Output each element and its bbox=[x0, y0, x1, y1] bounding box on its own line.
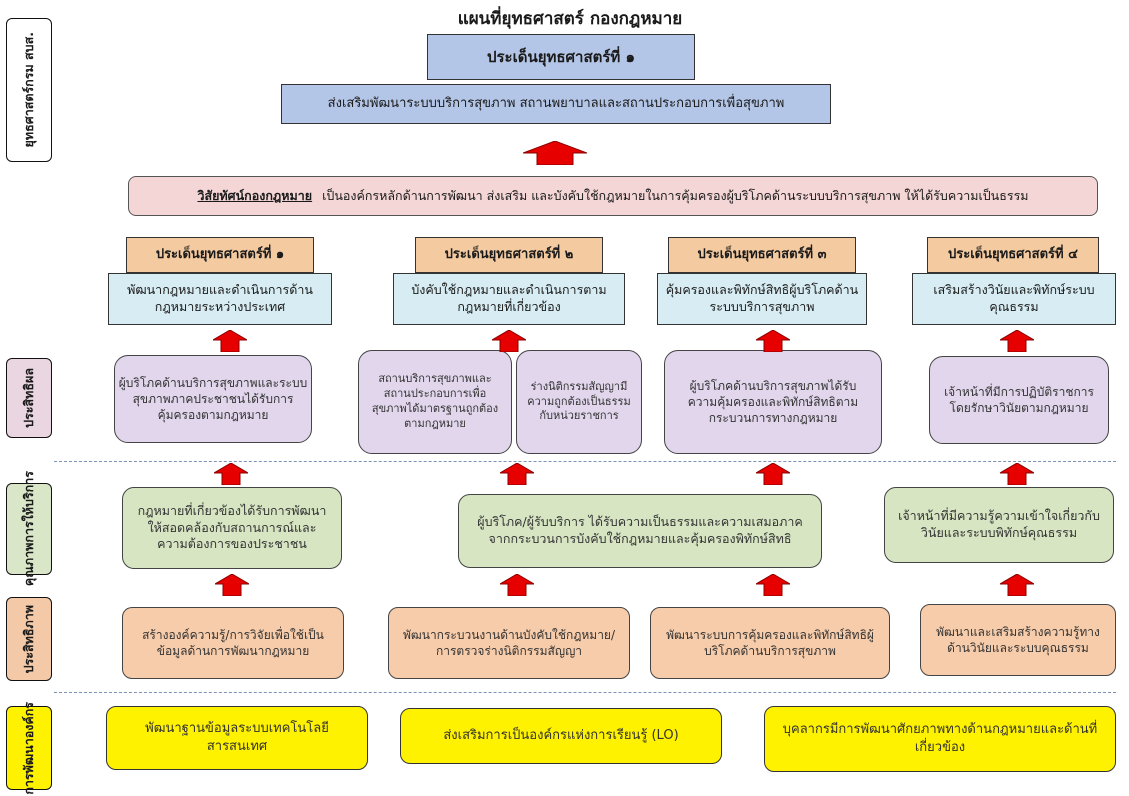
issue-3-label: ประเด็นยุทธศาสตร์ที่ ๓ bbox=[668, 237, 856, 273]
vision-box: วิสัยทัศน์กองกฎหมาย เป็นองค์กรหลักด้านกา… bbox=[128, 176, 1098, 216]
side-label-org-development-text: การพัฒนาองค์กร bbox=[20, 701, 36, 795]
service-quality-item-1: กฎหมายที่เกี่ยวข้องได้รับการพัฒนาให้สอดค… bbox=[122, 487, 342, 569]
side-label-effectiveness: ประสิทธิผล bbox=[6, 358, 52, 438]
up-arrow-icon bbox=[1000, 463, 1034, 485]
department-issue-text: ส่งเสริมพัฒนาระบบบริการสุขภาพ สถานพยาบาล… bbox=[281, 84, 831, 124]
up-arrow-icon bbox=[756, 330, 790, 352]
side-label-strategy-text: ยุทธศาสตร์กรม สบส. bbox=[20, 32, 36, 148]
up-arrow-icon bbox=[1000, 330, 1034, 352]
up-arrow-icon bbox=[500, 574, 534, 596]
vision-text: เป็นองค์กรหลักด้านการพัฒนา ส่งเสริม และบ… bbox=[322, 187, 1029, 203]
effectiveness-item-1: ผู้บริโภคด้านบริการสุขภาพและระบบสุขภาพภา… bbox=[114, 355, 312, 443]
issue-2-label: ประเด็นยุทธศาสตร์ที่ ๒ bbox=[415, 237, 603, 273]
org-development-item-2: ส่งเสริมการเป็นองค์กรแห่งการเรียนรู้ (LO… bbox=[400, 708, 722, 764]
side-label-effectiveness-text: ประสิทธิผล bbox=[20, 368, 36, 428]
issue-4-text: เสริมสร้างวินัยและพิทักษ์ระบบคุณธรรม bbox=[912, 273, 1116, 325]
issue-2-text: บังคับใช้กฎหมายและดำเนินการตามกฎหมายที่เ… bbox=[393, 273, 625, 325]
efficiency-item-2: พัฒนากระบวนงานด้านบังคับใช้กฎหมาย/การตรว… bbox=[388, 607, 630, 679]
up-arrow-icon bbox=[523, 141, 587, 165]
org-development-item-3: บุคลากรมีการพัฒนาศักยภาพทางด้านกฎหมายและ… bbox=[764, 706, 1116, 772]
side-label-efficiency-text: ประสิทธิภาพ bbox=[20, 604, 36, 674]
department-issue-label: ประเด็นยุทธศาสตร์ที่ ๑ bbox=[427, 34, 695, 80]
issue-1-text: พัฒนากฎหมายและดำเนินการด้านกฎหมายระหว่าง… bbox=[108, 273, 332, 325]
effectiveness-item-3: ร่างนิติกรรมสัญญามีความถูกต้องเป็นธรรมกั… bbox=[516, 350, 642, 454]
up-arrow-icon bbox=[214, 463, 248, 485]
vision-label: วิสัยทัศน์กองกฎหมาย bbox=[197, 187, 313, 203]
side-label-efficiency: ประสิทธิภาพ bbox=[6, 597, 52, 681]
effectiveness-item-4: ผู้บริโภคด้านบริการสุขภาพได้รับความคุ้มค… bbox=[664, 350, 882, 454]
side-label-org-development: การพัฒนาองค์กร bbox=[6, 702, 52, 794]
up-arrow-icon bbox=[756, 463, 790, 485]
side-label-strategy: ยุทธศาสตร์กรม สบส. bbox=[6, 18, 52, 162]
issue-3-text: คุ้มครองและพิทักษ์สิทธิผู้บริโภคด้านระบบ… bbox=[657, 273, 867, 325]
side-label-service-quality-text: คุณภาพการให้บริการ bbox=[20, 471, 36, 587]
service-quality-item-3: เจ้าหน้าที่มีความรู้ความเข้าใจเกี่ยวกับว… bbox=[884, 487, 1114, 563]
efficiency-item-3: พัฒนาระบบการคุ้มครองและพิทักษ์สิทธิผู้บร… bbox=[650, 607, 890, 679]
up-arrow-icon bbox=[1000, 574, 1034, 596]
up-arrow-icon bbox=[213, 330, 247, 352]
up-arrow-icon bbox=[756, 574, 790, 596]
issue-4-label: ประเด็นยุทธศาสตร์ที่ ๔ bbox=[927, 237, 1099, 273]
org-development-item-1: พัฒนาฐานข้อมูลระบบเทคโนโลยีสารสนเทศ bbox=[106, 706, 368, 770]
issue-1-label: ประเด็นยุทธศาสตร์ที่ ๑ bbox=[126, 237, 314, 273]
service-quality-item-2: ผู้บริโภค/ผู้รับบริการ ได้รับความเป็นธรร… bbox=[458, 494, 822, 568]
efficiency-item-4: พัฒนาและเสริมสร้างความรู้ทางด้านวินัยและ… bbox=[920, 604, 1116, 676]
up-arrow-icon bbox=[500, 463, 534, 485]
effectiveness-item-2: สถานบริการสุขภาพและสถานประกอบการเพื่อสุข… bbox=[358, 350, 512, 454]
efficiency-item-1: สร้างองค์ความรู้/การวิจัยเพื่อใช้เป็นข้อ… bbox=[122, 607, 344, 679]
up-arrow-icon bbox=[215, 574, 249, 596]
divider-1 bbox=[54, 461, 1116, 462]
side-label-service-quality: คุณภาพการให้บริการ bbox=[6, 471, 52, 587]
up-arrow-icon bbox=[492, 330, 526, 352]
effectiveness-item-5: เจ้าหน้าที่มีการปฏิบัติราชการ โดยรักษาวิ… bbox=[929, 356, 1109, 444]
divider-2 bbox=[54, 692, 1116, 693]
page-title: แผนที่ยุทธศาสตร์ กองกฎหมาย bbox=[457, 8, 683, 29]
